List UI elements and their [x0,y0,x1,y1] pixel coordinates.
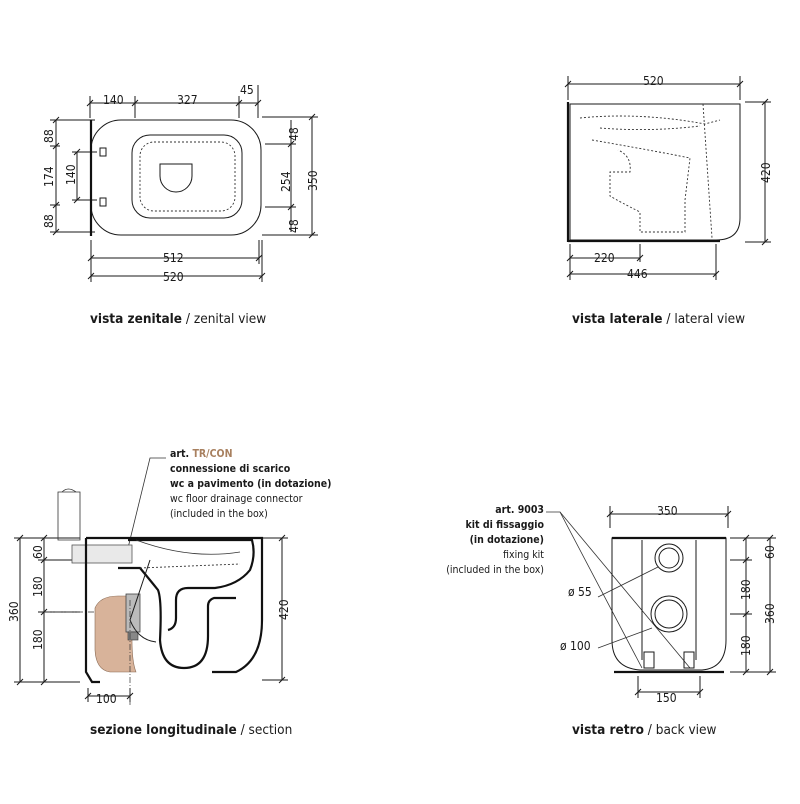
top-view: 140 327 45 88 174 140 88 48 254 48 350 5… [42,83,320,327]
dim-254: 254 [279,171,293,192]
back-note-line3: (in dotazione) [470,534,544,546]
section-note-art: art. TR/CON [170,448,233,460]
bowl-opening [159,163,193,193]
dim-60-section: 60 [31,545,45,559]
back-note-line4: fixing kit [503,549,544,561]
dim-88-lower: 88 [42,214,56,228]
dim-174: 174 [42,166,56,187]
bowl-profile [128,538,255,632]
inlet-hole-55 [654,543,684,573]
dim-350: 350 [306,170,320,191]
side-outline [569,103,741,241]
dim-512: 512 [163,251,184,265]
back-note-line2: kit di fissaggio [466,519,545,531]
section-view-caption: sezione longitudinale / section [90,722,292,738]
dim-150-back: 150 [656,691,677,705]
side-view-caption: vista laterale / lateral view [572,311,745,327]
dim-360-back: 360 [763,603,777,624]
dim-327: 327 [177,93,198,107]
dim-520: 520 [163,270,184,284]
dim-88-upper: 88 [42,129,56,143]
dim-100-section: 100 [96,692,117,706]
dim-446: 446 [627,267,648,281]
dim-350-back: 350 [657,504,678,518]
section-note-line1: connessione di scarico [170,463,291,475]
back-note-line5: (included in the box) [446,564,544,576]
back-outline [611,537,727,671]
dim-180a-back: 180 [739,579,753,600]
section-note-line3: wc floor drainage connector [170,493,303,505]
side-view: 520 420 220 446 vista laterale / lateral… [564,74,773,327]
dim-520-side: 520 [643,74,664,88]
section-view: art. TR/CON connessione di scarico wc a … [7,448,331,738]
cistern-pipe [57,488,81,541]
dim-45: 45 [240,83,254,97]
back-note-line1: art. 9003 [495,504,544,516]
dim-180b-back: 180 [739,635,753,656]
dim-140-top: 140 [103,93,124,107]
section-body [84,536,264,684]
section-leader [127,457,166,549]
dia-100-label: ø 100 [560,639,591,653]
top-view-caption: vista zenitale / zenital view [90,311,266,327]
back-leader-1 [546,511,643,669]
dim-60-back: 60 [763,545,777,559]
dia-55-label: ø 55 [568,585,592,599]
dim-420-side: 420 [759,162,773,183]
seat-outer [131,134,243,219]
section-note-line4: (included in the box) [170,508,268,520]
dim-48-upper: 48 [287,127,301,141]
dim-180a-section: 180 [31,576,45,597]
dim-360-section: 360 [7,601,21,622]
outlet-hole-100 [650,595,688,633]
dim-180b-section: 180 [31,629,45,650]
dim-48-lower: 48 [287,219,301,233]
dim-140-left: 140 [64,164,78,185]
section-note-line2: wc a pavimento (in dotazione) [170,478,331,490]
back-view: art. 9003 kit di fissaggio (in dotazione… [446,504,777,738]
back-view-caption: vista retro / back view [572,722,716,738]
dim-220: 220 [594,251,615,265]
seat-inner [139,141,236,212]
dim-420-section: 420 [277,599,291,620]
